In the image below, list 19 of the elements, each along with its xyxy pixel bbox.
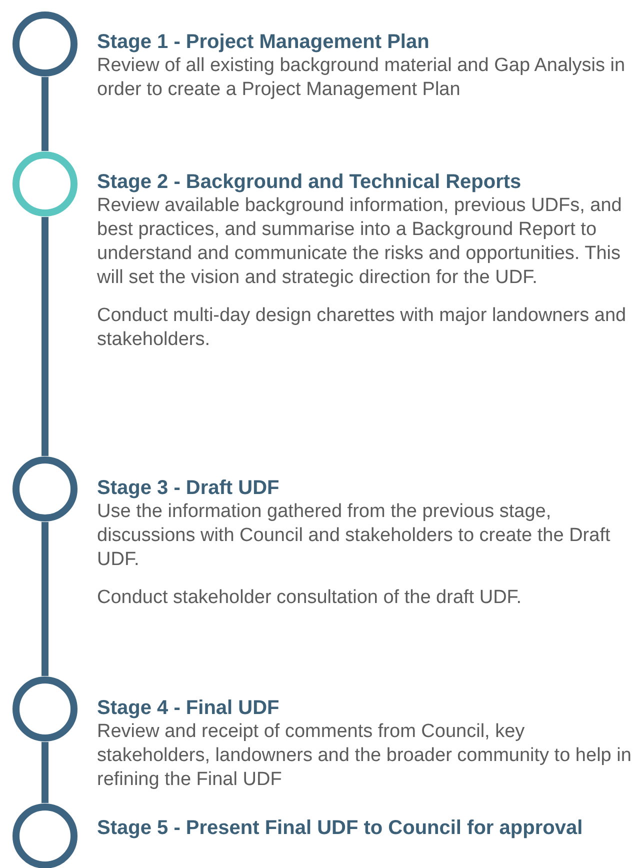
timeline-line: [42, 77, 48, 151]
timeline-line: [42, 522, 48, 676]
stage-description: Review of all existing background material and Gap Analysis in order to create a Project Management Plan: [97, 54, 626, 102]
stage-description: Review and receipt of comments from Council, key stakeholders, landowners and the broader community to help in refining the Final UDF: [97, 720, 632, 792]
stage-title: Stage 2 - Background and Technical Reports: [97, 170, 522, 194]
stage-description: Conduct stakeholder consultation of the draft UDF.: [97, 586, 523, 610]
stage-circle: [12, 676, 78, 742]
stage-circle: [12, 151, 78, 217]
stage-description: Conduct multi-day design charettes with major landowners and stakeholders.: [97, 304, 628, 352]
stage-title: Stage 3 - Draft UDF: [97, 476, 280, 500]
stage-description: Review available background information, previous UDFs, and best practices, and summarise into a Background Report to understand and communicate the risks and opportunities. This will set the vision and strategic direction for the UDF.: [97, 194, 623, 290]
stage-title: Stage 4 - Final UDF: [97, 696, 280, 720]
stage-circle: [12, 456, 78, 522]
stage-title: Stage 5 - Present Final UDF to Council for approval: [97, 816, 584, 840]
stage-circle: [12, 11, 78, 77]
stage-title: Stage 1 - Project Management Plan: [97, 30, 430, 54]
timeline-line: [42, 742, 48, 803]
stage-description: Use the information gathered from the previous stage, discussions with Council and stakeholders to create the Draft UDF.: [97, 500, 612, 572]
timeline-line: [42, 217, 48, 456]
